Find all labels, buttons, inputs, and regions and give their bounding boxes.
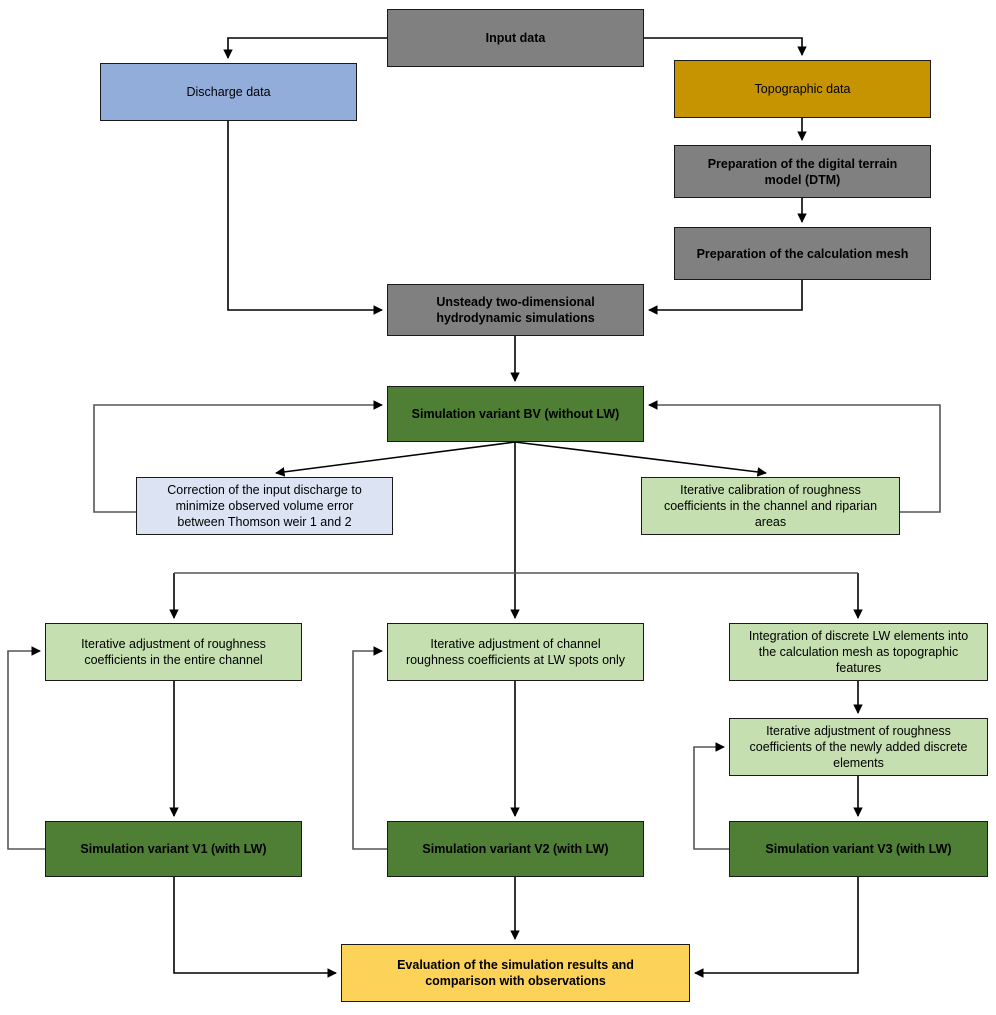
node-roughness-calibration-label: Iterative calibration of roughness coeff… — [663, 483, 878, 529]
connector-v3-to-evaluation — [694, 877, 859, 978]
node-evaluation-label: Evaluation of the simulation results and… — [397, 958, 634, 988]
connector-v1-feedback — [7, 646, 45, 850]
node-mesh-preparation[interactable]: Preparation of the calculation mesh — [674, 227, 931, 280]
node-variant-v1-label: Simulation variant V1 (with LW) — [80, 842, 267, 856]
node-integrate-lw-elements[interactable]: Integration of discrete LW elements into… — [729, 623, 988, 681]
connector-v3-feedback — [693, 742, 729, 850]
node-discharge-correction[interactable]: Correction of the input discharge to min… — [136, 477, 393, 535]
node-adjust-discrete-elements[interactable]: Iterative adjustment of roughness coeffi… — [729, 718, 988, 776]
node-roughness-calibration[interactable]: Iterative calibration of roughness coeff… — [641, 477, 900, 535]
node-dtm-preparation[interactable]: Preparation of the digital terrain model… — [674, 145, 931, 198]
node-topographic-data-label: Topographic data — [754, 82, 851, 96]
connector-input-to-discharge — [223, 37, 387, 59]
connector-discharge-to-hydro — [227, 121, 383, 315]
node-discharge-correction-label: Correction of the input discharge to min… — [167, 483, 362, 529]
node-hydrodynamic-simulations[interactable]: Unsteady two-dimensional hydrodynamic si… — [387, 284, 644, 336]
node-evaluation[interactable]: Evaluation of the simulation results and… — [341, 944, 690, 1002]
node-hydrodynamic-simulations-label: Unsteady two-dimensional hydrodynamic si… — [436, 295, 595, 325]
connector-v2-feedback — [352, 646, 387, 850]
node-discharge-data[interactable]: Discharge data — [100, 63, 357, 121]
node-adjust-entire-channel[interactable]: Iterative adjustment of roughness coeffi… — [45, 623, 302, 681]
node-mesh-preparation-label: Preparation of the calculation mesh — [696, 246, 909, 261]
node-variant-bv[interactable]: Simulation variant BV (without LW) — [387, 386, 644, 442]
node-topographic-data[interactable]: Topographic data — [674, 60, 931, 118]
node-discharge-data-label: Discharge data — [186, 85, 271, 99]
node-variant-v3[interactable]: Simulation variant V3 (with LW) — [729, 821, 988, 877]
node-input-data[interactable]: Input data — [387, 9, 644, 67]
connector-mesh-to-hydro — [648, 280, 803, 315]
connector-bv-to-roughness-calibration — [514, 441, 767, 477]
node-integrate-lw-elements-label: Integration of discrete LW elements into… — [748, 629, 969, 675]
node-adjust-lw-spots[interactable]: Iterative adjustment of channel roughnes… — [387, 623, 644, 681]
node-variant-bv-label: Simulation variant BV (without LW) — [411, 407, 620, 421]
node-adjust-lw-spots-label: Iterative adjustment of channel roughnes… — [405, 637, 626, 667]
node-dtm-preparation-label: Preparation of the digital terrain model… — [707, 156, 898, 187]
connector-bv-to-discharge-correction — [275, 441, 516, 477]
node-variant-v1[interactable]: Simulation variant V1 (with LW) — [45, 821, 302, 877]
node-input-data-label: Input data — [485, 31, 546, 45]
connector-input-to-topographic — [644, 37, 807, 56]
connector-v1-to-evaluation — [173, 877, 337, 978]
node-adjust-entire-channel-label: Iterative adjustment of roughness coeffi… — [81, 637, 266, 667]
node-variant-v2-label: Simulation variant V2 (with LW) — [422, 842, 609, 856]
node-adjust-discrete-elements-label: Iterative adjustment of roughness coeffi… — [749, 724, 968, 770]
node-variant-v3-label: Simulation variant V3 (with LW) — [765, 842, 952, 856]
node-variant-v2[interactable]: Simulation variant V2 (with LW) — [387, 821, 644, 877]
